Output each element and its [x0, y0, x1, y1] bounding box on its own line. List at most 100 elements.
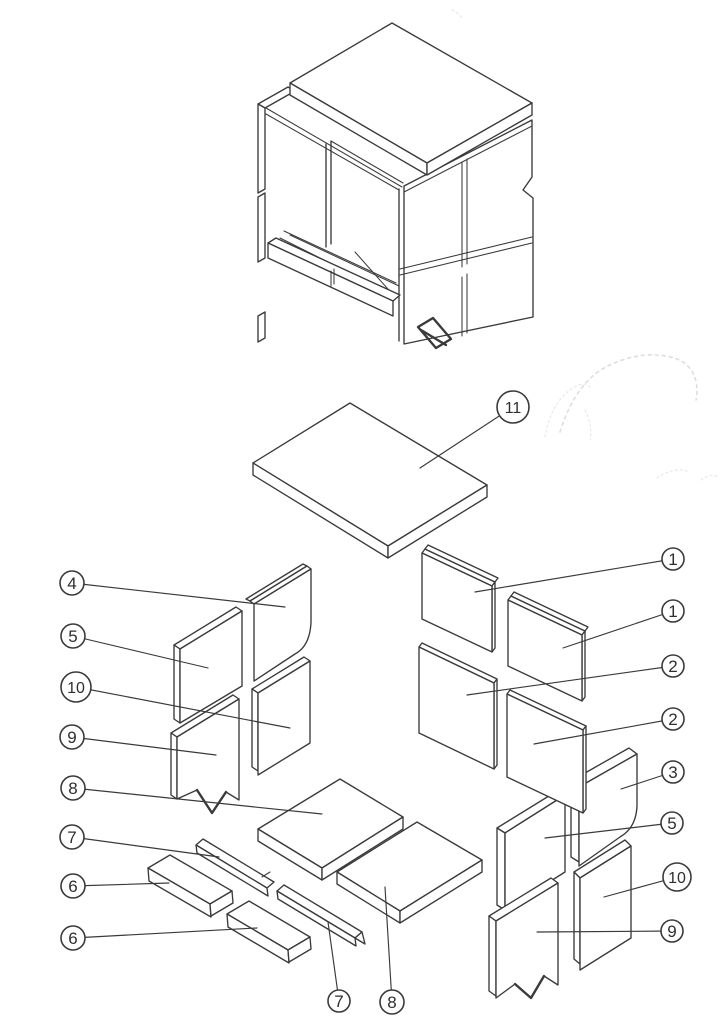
cabinet-left-wall-edge [257, 86, 296, 343]
callout-leader-line [71, 582, 286, 608]
callout-leader-line [71, 736, 217, 756]
callout-label: 11 [505, 400, 522, 417]
callout-10: 10 [60, 671, 291, 729]
callout-8: 8 [60, 775, 323, 815]
callout-bubble [60, 671, 92, 703]
callout-leader-line [72, 882, 170, 887]
callout-bubble [661, 707, 685, 731]
callout-bubble [60, 925, 86, 951]
callout-label: 8 [68, 779, 77, 798]
callout-label: 10 [668, 870, 686, 887]
part-11-top-panel [252, 402, 488, 559]
callout-leader-line [75, 686, 291, 729]
callout-leader-line [72, 927, 258, 939]
callout-leader-line [71, 836, 220, 858]
front-face-outline [403, 119, 534, 345]
callout-leader-line [533, 718, 674, 745]
part-1-back-panel-b [507, 591, 589, 702]
callout-bubble [661, 760, 685, 784]
callout-bubble [59, 724, 85, 750]
callout-leader-line [536, 930, 673, 933]
callout-6: 6 [60, 873, 170, 899]
callout-7: 7 [327, 921, 351, 1013]
part-2-back-panel-a [418, 642, 498, 770]
callout-6: 6 [60, 925, 258, 951]
callout-4: 4 [59, 570, 286, 608]
callout-bubble [662, 862, 692, 892]
cabinet-lid [289, 22, 533, 176]
callout-bubble [60, 623, 86, 649]
callout-2: 2 [466, 654, 685, 696]
callout-label: 2 [668, 710, 677, 729]
callout-label: 6 [68, 877, 77, 896]
part-4-side-panel [245, 563, 312, 682]
callout-7: 7 [59, 824, 220, 858]
callout-label: 6 [68, 929, 77, 948]
callout-leader-line [419, 406, 514, 469]
callout-3: 3 [620, 760, 685, 790]
callout-bubble [661, 547, 685, 571]
callout-bubble [60, 775, 86, 801]
callout-bubble [59, 824, 85, 850]
callout-bubble [60, 873, 86, 899]
callout-label: 2 [668, 657, 677, 676]
callout-leader-line [327, 921, 340, 1002]
callout-label: 9 [67, 728, 76, 747]
part-6-bar-a [147, 854, 234, 918]
callout-5: 5 [60, 623, 209, 669]
callout-bubble [59, 570, 85, 596]
part-6-bar-b [226, 900, 312, 964]
callout-8: 8 [379, 886, 405, 1015]
callout-label: 10 [67, 680, 85, 697]
part-10-side-panel-left [251, 656, 311, 776]
callout-label: 4 [67, 574, 76, 593]
callout-9: 9 [59, 724, 217, 756]
callout-9: 9 [536, 919, 684, 943]
callout-label: 5 [667, 814, 676, 833]
callout-label: 7 [334, 992, 343, 1011]
callout-label: 5 [68, 627, 77, 646]
callout-leader-line [544, 822, 673, 839]
cabinet-front-right-face [398, 119, 534, 350]
callout-label: 3 [668, 763, 677, 782]
part-7-rail-a [195, 838, 275, 897]
callout-label: 9 [667, 922, 676, 941]
part-1-back-panel-a [421, 544, 499, 653]
callout-bubble [661, 654, 685, 678]
foot-notch [416, 316, 453, 350]
assembled-cabinet [257, 22, 534, 350]
callout-bubble [660, 919, 684, 943]
callout-bubble [327, 989, 351, 1013]
callout-bubble [660, 811, 684, 835]
callout-bubble [661, 599, 685, 623]
callout-bubble [496, 390, 530, 424]
callout-label: 8 [387, 993, 396, 1012]
callout-leader-line [474, 558, 674, 593]
part-9-side-panel-left [170, 694, 240, 815]
part-8-floor-panel-left [257, 778, 404, 881]
callout-11: 11 [419, 390, 530, 469]
callout-leader-line [72, 787, 323, 815]
callout-leader-line [72, 635, 209, 669]
part-8-floor-panel-right [336, 821, 483, 924]
part-5-side-panel-left [173, 606, 243, 724]
callout-label: 1 [668, 602, 677, 621]
callout-5: 5 [544, 811, 684, 839]
callout-leader-line [466, 665, 674, 696]
callout-label: 1 [668, 550, 677, 569]
callout-10: 10 [603, 862, 692, 898]
callout-leader-line [562, 610, 674, 649]
callout-bubble [379, 989, 405, 1015]
callout-2: 2 [533, 707, 685, 745]
part-10-side-panel-right [573, 839, 632, 971]
callout-1: 1 [474, 547, 685, 593]
part-9-side-panel-right [488, 877, 559, 1000]
part-7-rail-b [276, 884, 366, 947]
cabinet-bottom-rails [267, 230, 401, 317]
callout-leader-line [384, 886, 393, 1003]
part-2-back-panel-b [506, 689, 587, 814]
callout-label: 7 [67, 828, 76, 847]
